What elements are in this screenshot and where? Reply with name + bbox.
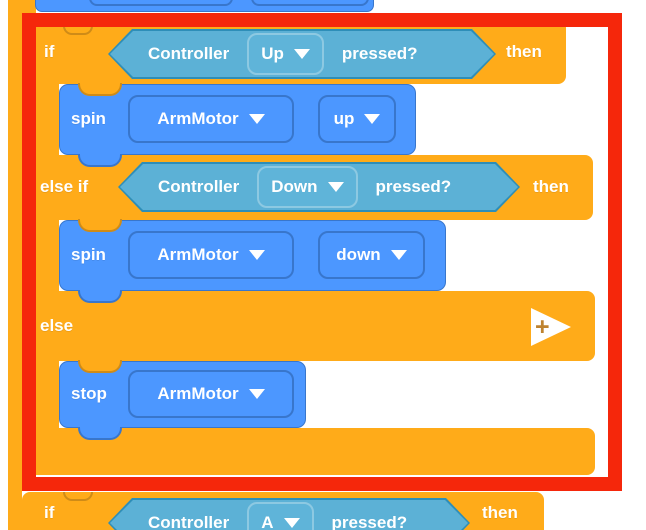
condition-device-label: Controller — [148, 513, 230, 530]
dropdown-value: A — [261, 513, 274, 530]
chevron-down-icon — [328, 182, 344, 192]
dropdown-value: Down — [271, 177, 318, 196]
then-keyword: then — [482, 503, 518, 522]
partial-block-above[interactable] — [35, 0, 374, 12]
dropdown-value: down — [336, 245, 381, 264]
button-dropdown-up[interactable]: Up — [247, 33, 324, 75]
chevron-down-icon — [248, 114, 265, 124]
motor-dropdown[interactable]: ArmMotor — [128, 95, 294, 143]
dropdown-outline[interactable] — [251, 0, 369, 6]
motor-dropdown[interactable]: ArmMotor — [128, 370, 294, 418]
chevron-down-icon — [248, 389, 265, 399]
then-keyword: then — [533, 177, 569, 196]
dropdown-value: Up — [261, 44, 284, 63]
condition-suffix-label: pressed? — [331, 513, 408, 530]
plus-icon: + — [535, 312, 550, 341]
else-keyword: else — [40, 316, 74, 335]
chevron-down-icon — [294, 49, 310, 59]
block-top-notch — [63, 492, 93, 501]
outer-stack-left-column[interactable] — [8, 0, 22, 530]
condition-suffix-label: pressed? — [375, 177, 452, 196]
else-if-keyword: else if — [40, 177, 89, 196]
spin-verb: spin — [71, 109, 106, 128]
condition-hexagon-a[interactable]: Controller A pressed? — [108, 498, 470, 530]
condition-suffix-label: pressed? — [341, 44, 418, 63]
then-keyword: then — [506, 42, 542, 61]
chevron-down-icon — [248, 250, 265, 260]
stop-verb: stop — [71, 384, 107, 403]
dropdown-value: ArmMotor — [157, 384, 239, 403]
dropdown-value: ArmMotor — [157, 245, 239, 264]
condition-device-label: Controller — [158, 177, 240, 196]
condition-device-label: Controller — [148, 44, 230, 63]
if-keyword: if — [44, 503, 55, 522]
highlight-rectangle — [22, 13, 622, 491]
chevron-down-icon — [284, 518, 300, 528]
button-dropdown-down[interactable]: Down — [257, 166, 357, 208]
direction-dropdown-down[interactable]: down — [318, 231, 425, 279]
direction-dropdown-up[interactable]: up — [318, 95, 396, 143]
condition-hexagon-down[interactable]: Controller Down pressed? — [118, 162, 520, 212]
if-keyword: if — [44, 42, 55, 61]
chevron-down-icon — [364, 114, 381, 124]
condition-hexagon-up[interactable]: Controller Up pressed? — [108, 29, 496, 79]
dropdown-value: up — [333, 109, 355, 128]
dropdown-outline[interactable] — [89, 0, 233, 6]
spin-verb: spin — [71, 245, 106, 264]
chevron-down-icon — [390, 250, 407, 260]
outer-stack-left-column-top[interactable] — [22, 0, 36, 13]
else-row[interactable] — [22, 291, 595, 361]
motor-dropdown[interactable]: ArmMotor — [128, 231, 294, 279]
dropdown-value: ArmMotor — [157, 109, 239, 128]
button-dropdown-a[interactable]: A — [247, 502, 313, 530]
